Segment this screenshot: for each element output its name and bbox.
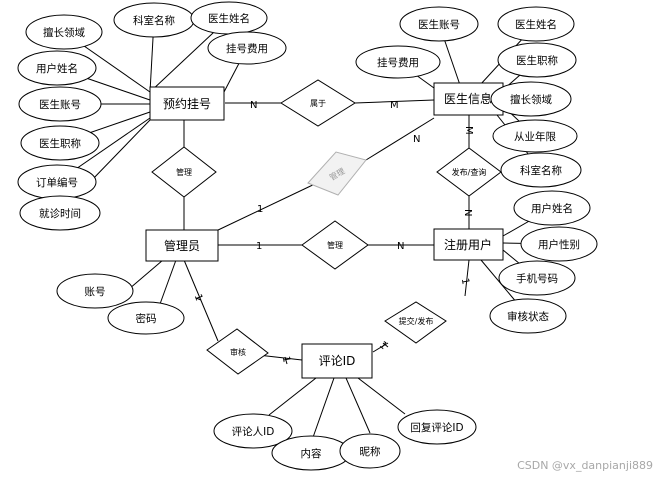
attr-user-gender: 用户性别 bbox=[520, 226, 598, 262]
relationship-submit-publish: 提交/发布 bbox=[384, 301, 447, 344]
attr-doc-fee-label: 挂号费用 bbox=[377, 56, 419, 69]
cardinality-admin-review: 1 bbox=[192, 293, 205, 303]
cardinality-mgr-doc: 1 bbox=[257, 204, 263, 215]
relationship-manage-user: 管理 bbox=[301, 220, 369, 270]
attr-user-name-label: 用户姓名 bbox=[531, 202, 573, 215]
cardinality-pub-user: N bbox=[462, 209, 473, 216]
attr-doc-name: 医生姓名 bbox=[497, 6, 575, 42]
attr-user-phone: 手机号码 bbox=[498, 260, 576, 296]
entity-doctor-info-label: 医生信息 bbox=[444, 91, 492, 106]
cardinality-admin-user-1: 1 bbox=[256, 241, 262, 252]
attr-appt-doc-name: 医生姓名 bbox=[190, 1, 268, 35]
attr-appt-doc-title-label: 医生职称 bbox=[39, 137, 81, 150]
attr-comment-commenter: 评论人ID bbox=[213, 413, 293, 449]
relationship-manage-user-label: 管理 bbox=[327, 240, 343, 250]
attr-appt-fee: 挂号费用 bbox=[207, 31, 287, 65]
attr-user-name: 用户姓名 bbox=[513, 190, 591, 226]
attr-doc-account: 医生账号 bbox=[399, 6, 479, 42]
attr-comment-content-label: 内容 bbox=[301, 447, 322, 460]
attr-user-review-status: 审核状态 bbox=[489, 298, 567, 334]
attr-appt-order-no-label: 订单编号 bbox=[36, 176, 78, 189]
watermark: CSDN @vx_danpianji889 bbox=[517, 459, 653, 472]
attr-comment-reply-label: 回复评论ID bbox=[410, 421, 463, 434]
relationship-publish-query: 发布/查询 bbox=[436, 147, 502, 197]
attr-comment-nickname-label: 昵称 bbox=[360, 445, 381, 458]
entity-registered-user-label: 注册用户 bbox=[444, 237, 492, 252]
cardinality-admin-user-n: N bbox=[397, 241, 404, 252]
relationship-manage-doctor: 管理 bbox=[307, 151, 367, 196]
entity-doctor-info: 医生信息 bbox=[433, 82, 504, 116]
attr-appt-doc-title: 医生职称 bbox=[20, 125, 100, 161]
entity-admin-label: 管理员 bbox=[164, 238, 200, 253]
attr-doc-years: 从业年限 bbox=[492, 119, 578, 153]
relationship-publish-query-label: 发布/查询 bbox=[452, 167, 487, 177]
attr-appt-field-label: 擅长领域 bbox=[43, 26, 85, 39]
attr-user-phone-label: 手机号码 bbox=[516, 272, 558, 285]
entity-comment-label: 评论ID bbox=[319, 354, 356, 368]
attr-comment-nickname: 昵称 bbox=[339, 433, 401, 469]
cardinality-review-comment: 1 bbox=[280, 355, 292, 363]
attr-appt-doc-account: 医生账号 bbox=[18, 86, 102, 122]
attr-comment-commenter-label: 评论人ID bbox=[232, 425, 275, 438]
entity-comment: 评论ID bbox=[301, 343, 373, 379]
attr-doc-field-label: 擅长领域 bbox=[510, 93, 552, 106]
attr-appt-doc-name-label: 医生姓名 bbox=[208, 12, 250, 25]
entity-registered-user: 注册用户 bbox=[433, 228, 504, 261]
relationship-review: 审核 bbox=[206, 328, 269, 375]
attr-user-gender-label: 用户性别 bbox=[538, 238, 580, 251]
attr-admin-account: 账号 bbox=[56, 273, 134, 309]
attr-appt-user-name-label: 用户姓名 bbox=[36, 62, 78, 75]
relationship-review-label: 审核 bbox=[230, 347, 246, 357]
attr-doc-title: 医生职称 bbox=[497, 42, 577, 78]
entity-appointment: 预约挂号 bbox=[149, 86, 225, 121]
cardinality-doc-mgr: N bbox=[413, 134, 420, 145]
cardinality-user-submit: 1 bbox=[459, 277, 471, 285]
cardinality-doc-pub: M bbox=[463, 126, 474, 135]
attr-doc-fee: 挂号费用 bbox=[355, 45, 441, 79]
relationship-belongs-to-label: 属于 bbox=[310, 99, 326, 108]
attr-doc-title-label: 医生职称 bbox=[516, 54, 558, 67]
relationship-submit-publish-label: 提交/发布 bbox=[399, 316, 434, 326]
attr-appt-fee-label: 挂号费用 bbox=[226, 42, 268, 55]
relationship-belongs-to: 属于 bbox=[280, 79, 356, 127]
attr-admin-password-label: 密码 bbox=[136, 312, 157, 325]
attr-admin-password: 密码 bbox=[107, 301, 185, 335]
attr-doc-dept: 科室名称 bbox=[500, 152, 582, 188]
attr-doc-account-label: 医生账号 bbox=[418, 18, 460, 31]
attr-appt-dept-label: 科室名称 bbox=[133, 14, 175, 27]
cardinality-ticks bbox=[195, 297, 389, 365]
attr-doc-dept-label: 科室名称 bbox=[520, 164, 562, 177]
attr-appt-field: 擅长领域 bbox=[25, 14, 103, 50]
attr-admin-account-label: 账号 bbox=[85, 286, 106, 298]
relationship-manage-appointment-label: 管理 bbox=[176, 167, 192, 177]
attr-appt-order-no: 订单编号 bbox=[17, 164, 97, 200]
attr-comment-content: 内容 bbox=[271, 435, 351, 471]
entity-admin: 管理员 bbox=[145, 229, 219, 262]
attr-doc-field: 擅长领域 bbox=[490, 81, 572, 117]
relationship-manage-appointment: 管理 bbox=[151, 146, 217, 198]
attr-doc-name-label: 医生姓名 bbox=[515, 18, 557, 31]
attr-appt-dept: 科室名称 bbox=[113, 2, 195, 38]
attr-appt-visit-time-label: 就诊时间 bbox=[39, 207, 81, 220]
attr-comment-reply: 回复评论ID bbox=[397, 409, 477, 445]
cardinality-rel-doc: M bbox=[390, 100, 399, 111]
entity-appointment-label: 预约挂号 bbox=[163, 96, 211, 111]
attr-appt-visit-time: 就诊时间 bbox=[19, 195, 101, 231]
attr-doc-years-label: 从业年限 bbox=[514, 130, 556, 143]
attr-user-review-status-label: 审核状态 bbox=[507, 310, 549, 323]
attr-appt-doc-account-label: 医生账号 bbox=[39, 98, 81, 111]
attr-appt-user-name: 用户姓名 bbox=[17, 50, 97, 86]
cardinality-appt-rel: N bbox=[250, 100, 257, 111]
cardinality-submit-comment: 1 bbox=[377, 340, 389, 353]
